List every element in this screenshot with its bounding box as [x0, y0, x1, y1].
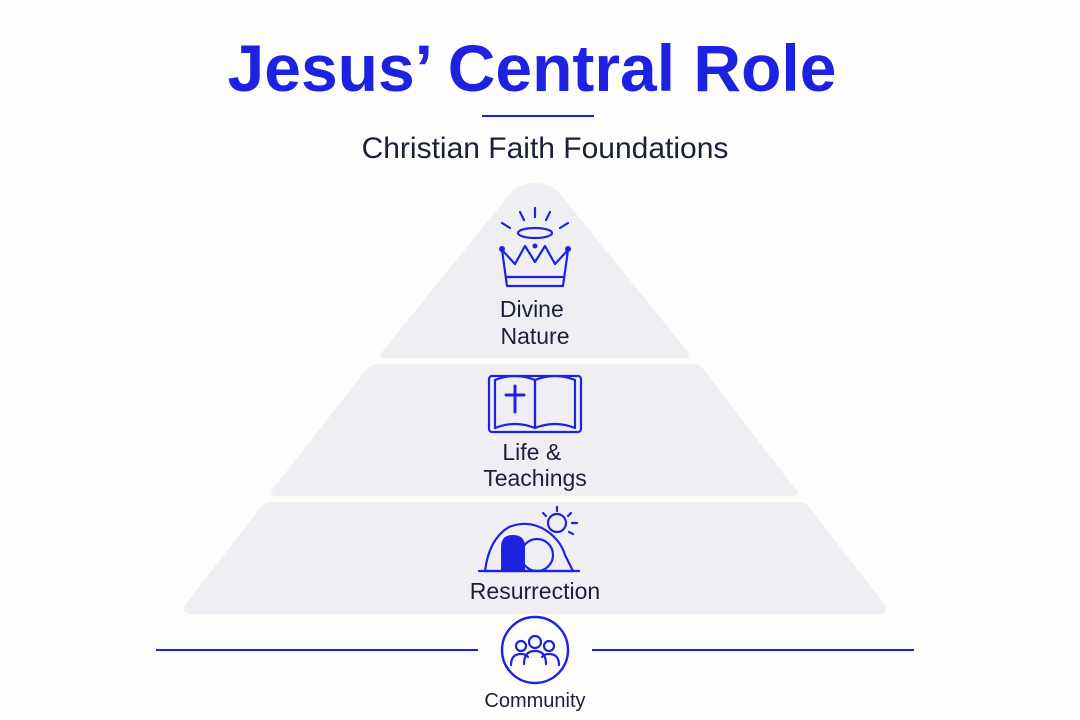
- tier-label-divine-nature: Divine Nature: [500, 296, 570, 349]
- base-community: Community: [156, 615, 914, 712]
- tier-resurrection: Resurrection: [184, 502, 886, 614]
- page-title: Jesus’ Central Role: [228, 31, 837, 105]
- tier-divine-nature: Divine Nature: [380, 183, 690, 358]
- page-subtitle: Christian Faith Foundations: [362, 132, 729, 165]
- community-group-icon: [500, 615, 570, 685]
- tier-label-life-teachings: Life & Teachings: [483, 439, 587, 491]
- crown-halo-icon: [499, 206, 571, 288]
- tier-life-teachings: Life & Teachings: [270, 364, 798, 496]
- bible-cross-icon: [487, 374, 583, 434]
- base-label-community: Community: [484, 690, 585, 712]
- empty-tomb-sun-icon: [477, 505, 581, 573]
- tier-label-resurrection: Resurrection: [470, 578, 600, 604]
